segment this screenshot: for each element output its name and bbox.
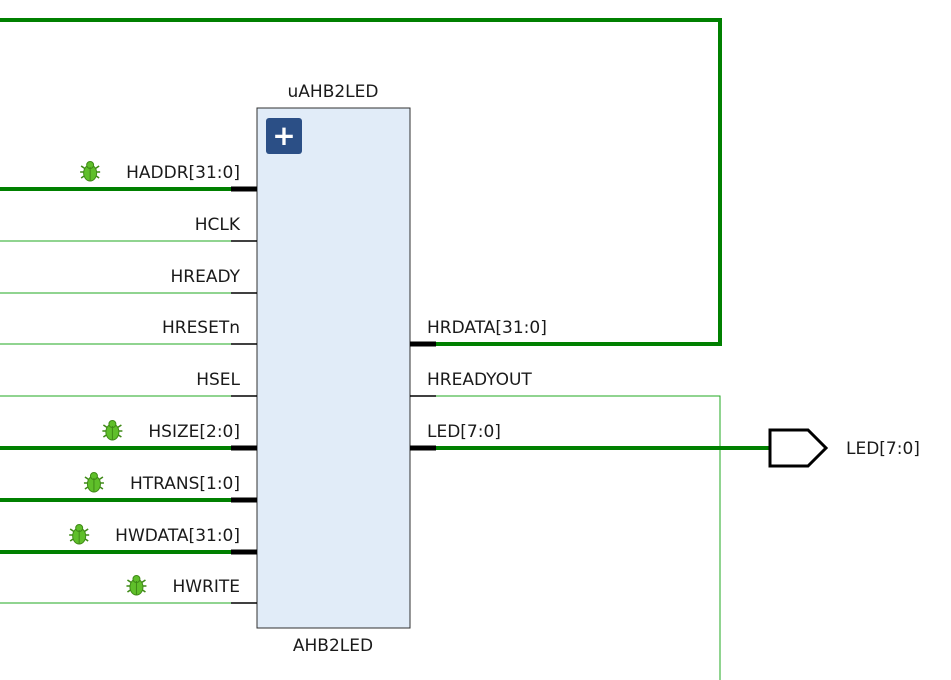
debug-bug-icon[interactable] (68, 523, 90, 545)
debug-bug-icon[interactable] (101, 419, 124, 441)
hreadyout-out-label: HREADYOUT (427, 370, 532, 390)
hsel-label: HSEL (196, 370, 240, 390)
htrans-label: HTRANS[1:0] (130, 474, 240, 494)
hwdata-label: HWDATA[31:0] (115, 526, 240, 546)
hreadyout-net[interactable] (436, 395, 721, 680)
led-out-label: LED[7:0] (427, 422, 501, 442)
debug-bug-icon[interactable] (83, 471, 105, 493)
hclk-label: HCLK (195, 215, 241, 235)
hresetn-label: HRESETn (162, 318, 240, 338)
haddr-label: HADDR[31:0] (126, 163, 240, 183)
hrdata-out-label: HRDATA[31:0] (427, 318, 547, 338)
instance-name: uAHB2LED (288, 82, 379, 102)
expand-button[interactable]: + (266, 118, 302, 154)
module-name: AHB2LED (293, 636, 373, 656)
hready-label: HREADY (170, 267, 240, 287)
led-output-port[interactable] (768, 428, 829, 468)
debug-bug-icon[interactable] (79, 160, 101, 182)
output-ports: HRDATA[31:0] HREADYOUT LED[7:0] (410, 318, 547, 451)
hrdata-feedback-net[interactable] (0, 18, 722, 346)
plus-icon: + (272, 119, 295, 152)
hsize-label: HSIZE[2:0] (148, 422, 240, 442)
top-port-label: LED[7:0] (846, 439, 920, 459)
debug-bug-icon[interactable] (125, 574, 148, 596)
hwrite-label: HWRITE (172, 577, 240, 597)
module-block[interactable] (256, 107, 411, 629)
